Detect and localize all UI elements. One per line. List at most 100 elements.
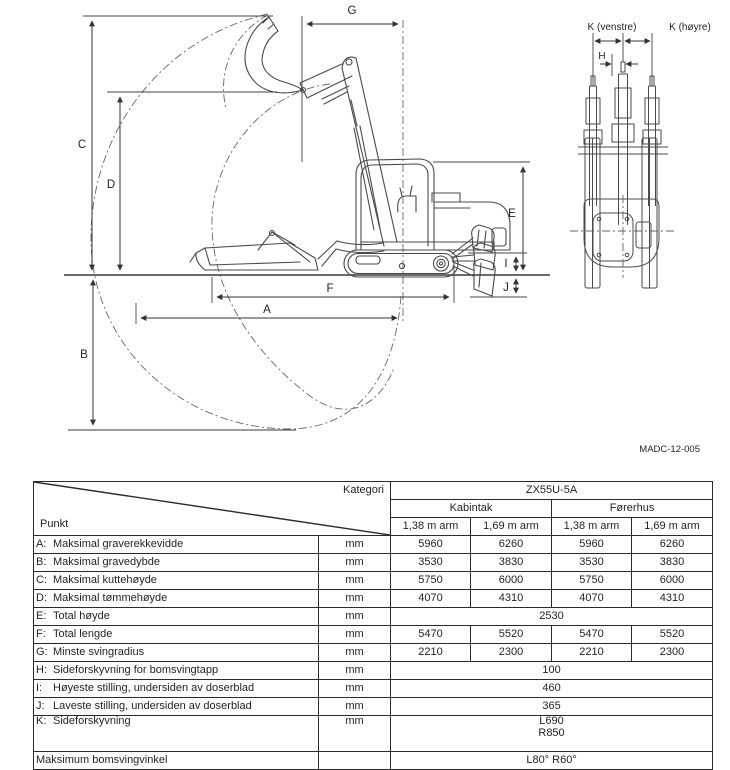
front-view-labels: K (venstre) K (høyre) H <box>588 22 711 62</box>
table-row-c: C:Maksimal kuttehøyde mm 5750 6000 5750 … <box>33 571 714 590</box>
group-header-kabintak: Kabintak <box>390 499 552 518</box>
row-label: Laveste stilling, undersiden av doserbla… <box>53 699 252 712</box>
label-F: F <box>326 283 333 295</box>
row-letter: A: <box>36 537 47 550</box>
value-cell: 6260 <box>630 535 714 554</box>
excavator-front-view <box>570 61 676 289</box>
value-cell: 3830 <box>630 553 714 572</box>
spec-label: J: Laveste stilling, undersiden av doserb… <box>33 697 319 716</box>
label-J: J <box>503 282 509 294</box>
row-letter: B: <box>36 555 47 568</box>
row-letter: H: <box>36 663 47 676</box>
spec-label: C: Maksimal kuttehøyde <box>33 571 319 590</box>
value-cell: 5960 <box>551 535 632 554</box>
row-letter: C: <box>36 573 47 586</box>
row-label: Høyeste stilling, undersiden av doserbla… <box>53 681 255 694</box>
table-row-g: G:Minste svingradius mm 2210 2300 2210 2… <box>33 643 714 662</box>
dimension-diagram: C D B G E F A I J <box>64 5 711 455</box>
table-row-a: A:Maksimal graverekkevidde mm 5960 6260 … <box>33 535 714 554</box>
value-cell: 5960 <box>390 535 471 554</box>
table-row-f: F:Total lengde mm 5470 5520 5470 5520 <box>33 625 714 644</box>
kategori-header: Kategori <box>343 484 384 496</box>
punkt-kategori-header-cell: Kategori Punkt <box>33 481 391 536</box>
unit-cell: mm <box>318 679 391 698</box>
spec-label: B: Maksimal gravedybde <box>33 553 319 572</box>
value-cell: 4310 <box>470 589 552 608</box>
row-label: Total lengde <box>53 627 113 640</box>
working-envelope-curves <box>90 13 404 430</box>
row-label: Maksimal graverekkevidde <box>53 537 184 550</box>
unit-cell <box>318 751 391 770</box>
value-cell: 2300 <box>630 643 714 662</box>
value-cell: 3830 <box>470 553 552 572</box>
label-E: E <box>508 208 516 220</box>
model-header: ZX55U-5A <box>389 481 714 500</box>
label-A: A <box>263 304 271 316</box>
row-letter: K: <box>36 715 47 727</box>
group-header-forerhus: Førerhus <box>550 499 714 518</box>
row-label: Total høyde <box>53 609 110 622</box>
value-cell: 5470 <box>390 625 471 644</box>
value-cell: 3530 <box>551 553 632 572</box>
table-row-b: B:Maksimal gravedybde mm 3530 3830 3530 … <box>33 553 714 572</box>
value-cell: 2210 <box>551 643 632 662</box>
label-B: B <box>80 349 88 361</box>
punkt-header: Punkt <box>40 518 69 531</box>
diagonal-divider <box>34 482 390 535</box>
row-label: Sideforskyvning for bomsvingtapp <box>53 663 219 676</box>
table-row-j: J: Laveste stilling, undersiden av doserb… <box>33 697 714 716</box>
dimension-lines <box>89 20 526 426</box>
unit-cell: mm <box>318 697 391 716</box>
row-label: Maksimal gravedybde <box>53 555 160 568</box>
label-D: D <box>107 179 115 191</box>
table-row-e: E: Total høyde mm 2530 <box>33 607 714 626</box>
value-line: R850 <box>538 726 565 739</box>
ground-lines <box>64 274 550 431</box>
value-cell: 4070 <box>551 589 632 608</box>
spec-label: A: Maksimal graverekkevidde <box>33 535 319 554</box>
unit-cell: mm <box>318 643 391 662</box>
value-cell: 2300 <box>470 643 552 662</box>
table-row-d: D:Maksimal tømmehøyde mm 4070 4310 4070 … <box>33 589 714 608</box>
unit-cell: mm <box>318 571 391 590</box>
unit-cell: mm <box>318 625 391 644</box>
table-row-h: H: Sideforskyvning for bomsvingtapp mm 10… <box>33 661 714 680</box>
value-cell-span: 100 <box>389 661 714 680</box>
row-letter: I: <box>36 681 43 694</box>
value-line: L690 <box>539 715 564 727</box>
unit-cell: mm <box>318 589 391 608</box>
value-cell: 5750 <box>390 571 471 590</box>
value-cell-span: 365 <box>389 697 714 716</box>
unit-cell: mm <box>318 607 391 626</box>
arm-header: 1,69 m arm <box>470 517 552 536</box>
value-cell: 6000 <box>630 571 714 590</box>
drawing-code: MADC-12-005 <box>639 444 700 455</box>
value-cell: 5520 <box>630 625 714 644</box>
spec-label: E: Total høyde <box>33 607 319 626</box>
row-label: Maksimal kuttehøyde <box>53 573 157 586</box>
value-cell-span: 2530 <box>389 607 714 626</box>
row-letter: E: <box>36 609 47 622</box>
spec-label: K:Sideforskyvning <box>33 715 319 752</box>
value-cell: 6260 <box>470 535 552 554</box>
label-k-venstre: K (venstre) <box>588 22 637 33</box>
header-row-model: Kategori Punkt ZX55U-5A <box>33 481 714 536</box>
value-cell: 5470 <box>551 625 632 644</box>
row-letter: G: <box>36 645 48 658</box>
label-H: H <box>598 51 605 62</box>
row-letter: J: <box>36 699 45 712</box>
dimension-labels: C D B G E F A I J <box>78 5 516 361</box>
spec-label: G:Minste svingradius <box>33 643 319 662</box>
spec-label: F:Total lengde <box>33 625 319 644</box>
value-cell: 4070 <box>390 589 471 608</box>
label-C: C <box>78 139 86 151</box>
unit-cell: mm <box>318 661 391 680</box>
spec-label: D:Maksimal tømmehøyde <box>33 589 319 608</box>
table-row-max-bomsvingvinkel: Maksimum bomsvingvinkel L80° R60° <box>33 751 714 770</box>
spec-label: H: Sideforskyvning for bomsvingtapp <box>33 661 319 680</box>
row-letter: D: <box>36 591 47 604</box>
value-cell: 6000 <box>470 571 552 590</box>
value-cell: 3530 <box>390 553 471 572</box>
label-k-hoyre: K (høyre) <box>669 22 711 33</box>
